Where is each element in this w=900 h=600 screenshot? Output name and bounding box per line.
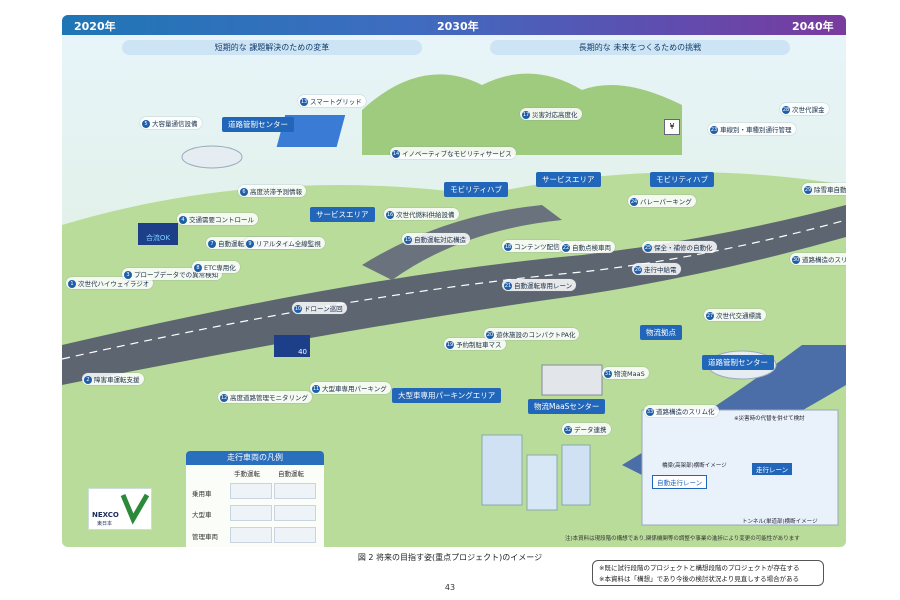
yen-icon: ¥	[664, 119, 680, 135]
zone-mobility-hub-2: モビリティハブ	[650, 172, 715, 187]
figure-caption: 図 2 将来の目指す姿(重点プロジェクト)のイメージ	[357, 553, 543, 562]
zone-road-control-1: 道路管制センター	[222, 117, 294, 132]
legend-row-truck: 大型車	[192, 511, 212, 519]
merge-sign: 合流OK	[138, 223, 178, 245]
zone-service-area-1: サービスエリア	[310, 207, 375, 222]
legend-cell	[230, 505, 272, 521]
legend-cell	[230, 527, 272, 543]
item-29: 29除雪車自動制御	[802, 183, 846, 195]
warehouse	[541, 364, 603, 396]
illustration-frame: 2020年 2030年 2040年 短期的な 課題解決のための変革 長期的な 未…	[62, 15, 846, 547]
speed-sign: 40	[274, 335, 310, 357]
legend-col-auto: 自動運転	[278, 470, 304, 478]
scenery	[62, 15, 846, 547]
year-2030: 2030年	[437, 20, 479, 33]
legend-cell	[230, 483, 272, 499]
timeline-bar: 2020年 2030年 2040年	[62, 15, 846, 35]
legend-title: 走行車両の凡例	[186, 451, 324, 465]
item-30: 30道路構造のスリム化	[790, 253, 846, 265]
inset-auto-lane-label: 自動走行レーン	[652, 475, 708, 489]
inset-panel	[641, 409, 839, 526]
zone-logistics-maas: 物流MaaSセンター	[528, 399, 606, 414]
source-note: 注)本資料は現段階の構想であり,関係機関等の調整や事業の進捗により変更の可能性が…	[565, 536, 800, 542]
year-2020: 2020年	[74, 20, 116, 33]
legend-row-car: 乗用車	[192, 490, 212, 498]
zone-truck-parking: 大型車専用パーキングエリア	[392, 388, 502, 403]
city-buildings	[481, 434, 591, 511]
inset-bridge-label: 橋梁(高架部)横断イメージ	[662, 463, 727, 469]
phase-long-term: 長期的な 未来をつくるための挑戦	[490, 40, 790, 55]
inset-lane-label: 走行レーン	[752, 463, 793, 475]
legend-cell	[274, 527, 316, 543]
note-2: ※本資料は「構想」であり今後の検討状況より見直しする場合がある	[599, 575, 800, 583]
notes-box: ※既に試行段階のプロジェクトと構想段階のプロジェクトが存在する ※本資料は「構想…	[592, 560, 824, 586]
logo-brand: NEXCO	[92, 511, 119, 519]
year-2040: 2040年	[792, 20, 834, 33]
legend-row-mgmt: 管理車両	[192, 533, 218, 541]
page-number: 43	[444, 583, 456, 592]
nexco-logo: NEXCO 東日本	[88, 488, 152, 530]
inset-tunnel-label: トンネル(単道部)横断イメージ	[742, 519, 818, 525]
inset-note: ※災害時の代替を併せて検討	[734, 416, 805, 422]
zone-logistics-base: 物流拠点	[640, 325, 682, 340]
note-1: ※既に試行段階のプロジェクトと構想段階のプロジェクトが存在する	[599, 564, 800, 572]
legend-cell	[274, 505, 316, 521]
phase-short-term: 短期的な 課題解決のための変革	[122, 40, 422, 55]
nexco-logo-mark	[120, 493, 150, 525]
logo-sub: 東日本	[97, 521, 113, 527]
zone-road-control-2: 道路管制センター	[702, 355, 774, 370]
legend-cell	[274, 483, 316, 499]
zone-mobility-hub-1: モビリティハブ	[444, 182, 509, 197]
tank-left	[181, 145, 243, 169]
legend-col-manual: 手動運転	[234, 470, 260, 478]
zone-service-area-2: サービスエリア	[536, 172, 601, 187]
vehicle-legend: 走行車両の凡例 手動運転 自動運転 乗用車 大型車 管理車両	[186, 451, 324, 547]
